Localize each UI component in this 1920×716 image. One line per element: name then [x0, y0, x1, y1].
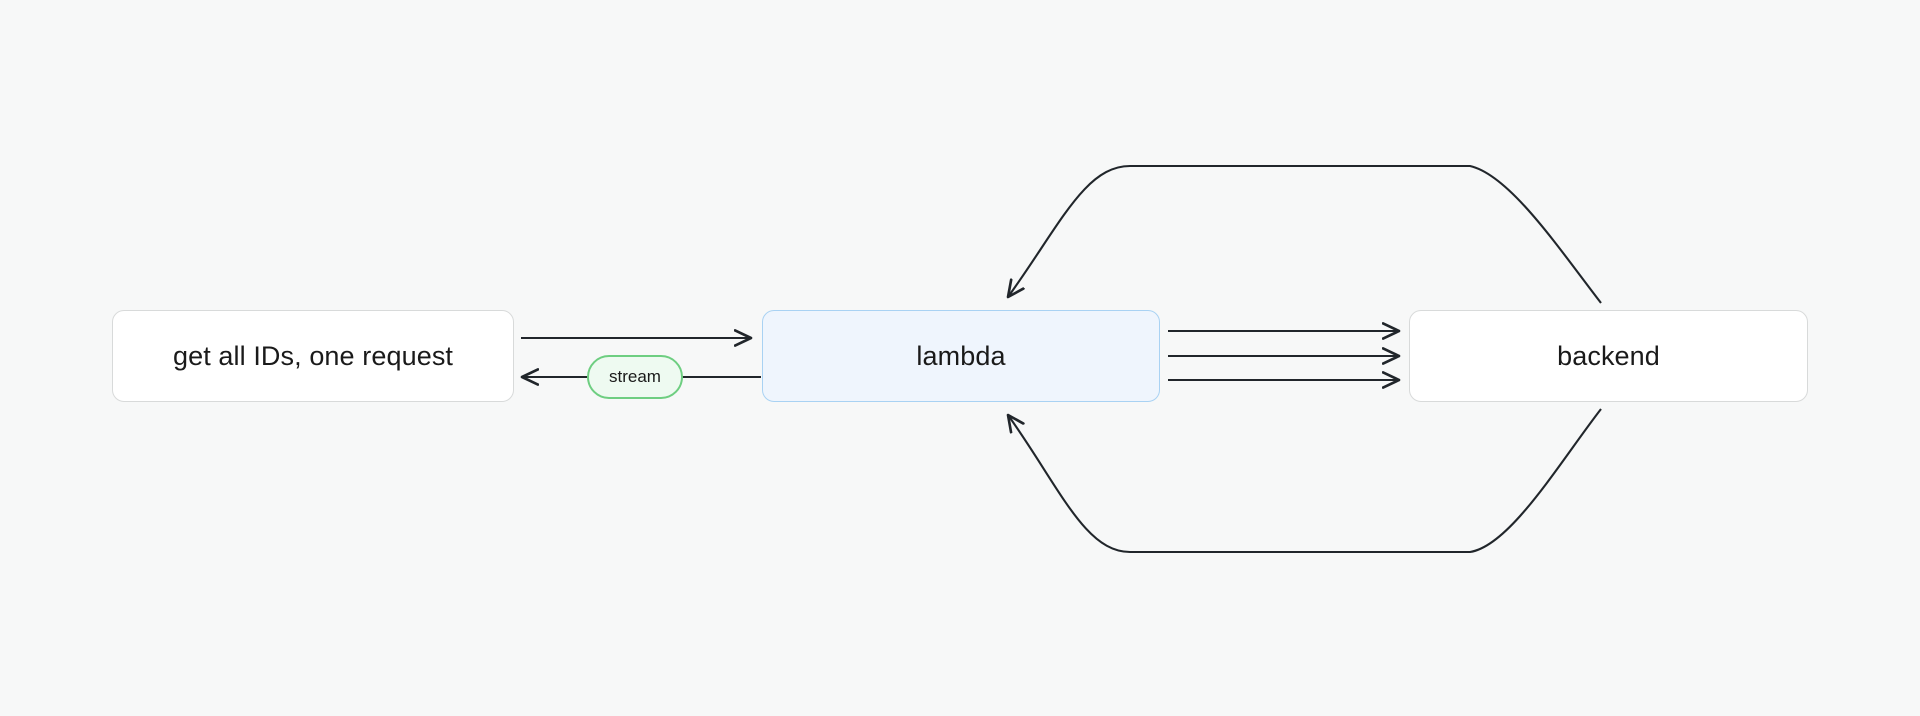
node-get-all-ids-one-request[interactable]: get all IDs, one request [112, 310, 514, 402]
edge-backend-to-lambda-bottom [1008, 408, 1602, 554]
edge-label-stream-text: stream [609, 367, 661, 386]
edge-backend-to-lambda-top [1008, 164, 1602, 304]
node-label-backend: backend [1557, 340, 1660, 371]
node-backend[interactable]: backend [1409, 310, 1808, 402]
node-label-request: get all IDs, one request [172, 340, 454, 371]
edge-label-stream[interactable]: stream [587, 355, 683, 399]
node-label-lambda: lambda [916, 340, 1006, 371]
node-lambda[interactable]: lambda [762, 310, 1160, 402]
